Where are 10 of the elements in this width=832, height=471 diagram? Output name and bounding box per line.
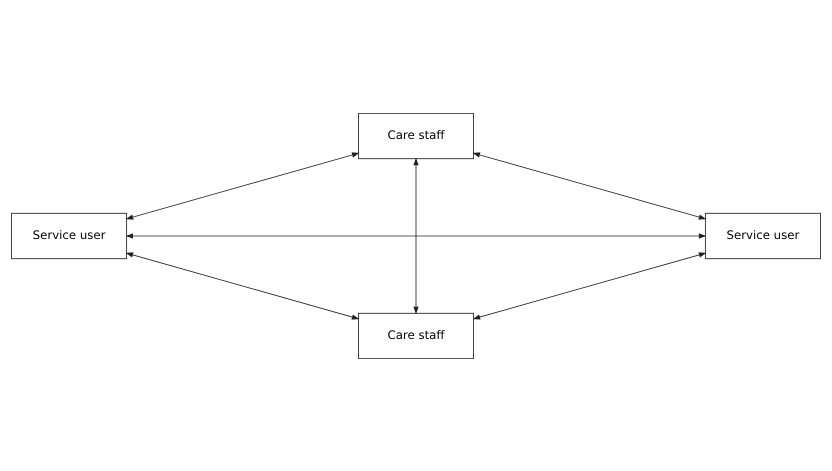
arrow <box>472 252 706 320</box>
node-box: Care staff <box>358 112 474 159</box>
arrow <box>126 252 360 320</box>
node-box: Service user <box>704 212 821 259</box>
arrow <box>125 232 706 238</box>
node-box: Care staff <box>358 312 474 359</box>
node-box: Service user <box>11 212 128 259</box>
arrow <box>126 152 360 220</box>
arrow <box>472 152 706 220</box>
arrow <box>413 157 419 314</box>
